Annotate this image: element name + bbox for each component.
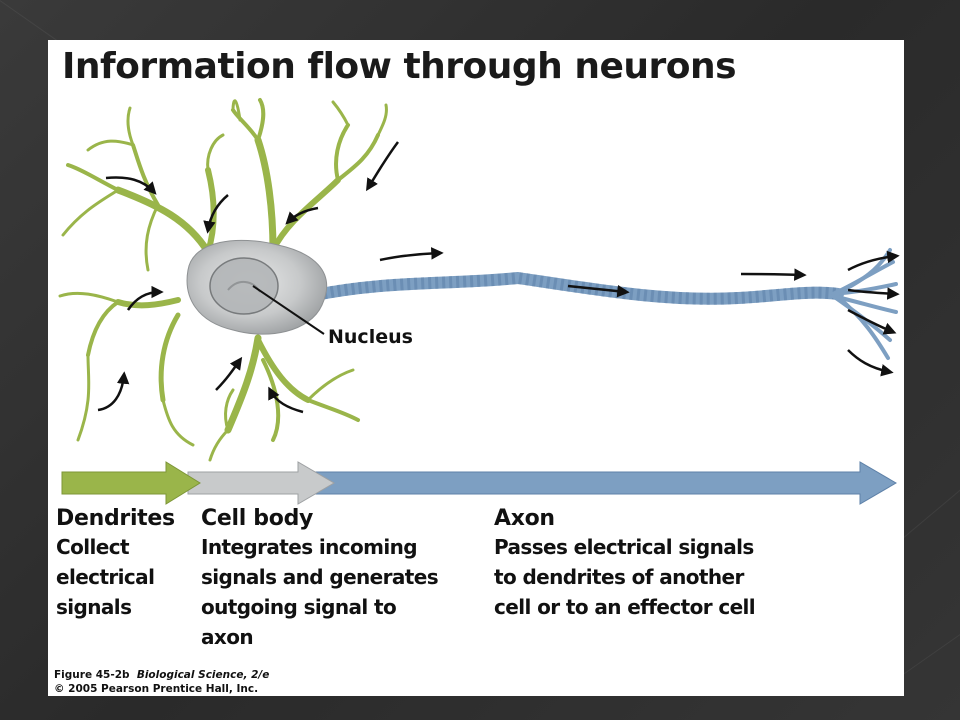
dendrites-arrow — [61, 461, 201, 505]
nucleus-label: Nucleus — [328, 326, 413, 348]
figure-credit: Figure 45-2b Biological Science, 2/e © 2… — [54, 668, 269, 696]
dendrites-section: Dendrites Collect electrical signals — [56, 506, 175, 622]
nucleus-pointer-line — [252, 285, 325, 335]
cell-body-arrow — [187, 461, 335, 505]
neuron-diagram — [58, 98, 900, 505]
cell-body-heading: Cell body — [201, 506, 314, 531]
axon-section: Axon Passes electrical signals to dendri… — [494, 506, 756, 622]
dendrite-branches — [58, 98, 388, 462]
axon-arrow — [315, 461, 897, 505]
copyright-notice: © 2005 Pearson Prentice Hall, Inc. — [54, 683, 259, 695]
book-title: Biological Science, 2/e — [136, 669, 270, 681]
region-arrows — [61, 461, 897, 505]
cell-body-description: Integrates incoming signals and generate… — [201, 535, 439, 649]
dendrites-heading: Dendrites — [56, 506, 175, 531]
nucleus — [209, 257, 279, 315]
dendrites-description: Collect electrical signals — [56, 535, 155, 619]
axon-description: Passes electrical signals to dendrites o… — [494, 535, 756, 619]
cell-body — [186, 239, 328, 335]
figure-number: Figure 45-2b — [54, 669, 130, 681]
cell-body-section: Cell body Integrates incoming signals an… — [201, 506, 439, 652]
axon-heading: Axon — [494, 506, 555, 531]
flow-arrows — [97, 141, 900, 414]
diagram-panel: Information flow through neurons — [48, 40, 904, 696]
diagram-title: Information flow through neurons — [62, 46, 737, 87]
